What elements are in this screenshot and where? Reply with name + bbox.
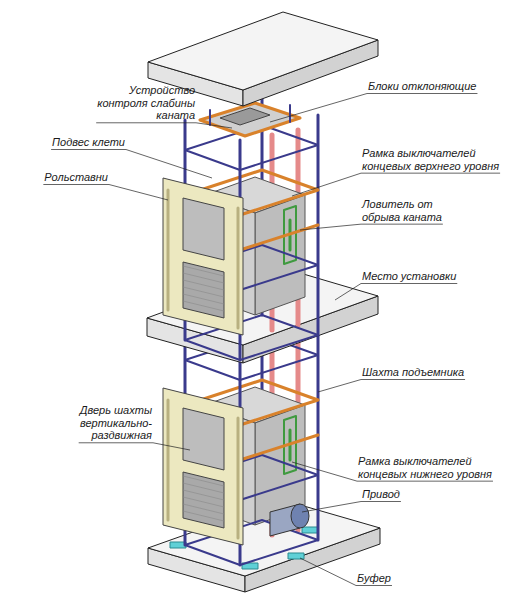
callout-label: Рольставни bbox=[28, 171, 108, 184]
cross-beam bbox=[240, 225, 318, 250]
buffer bbox=[302, 527, 318, 533]
drive-motor bbox=[291, 504, 309, 528]
leader-line bbox=[126, 150, 212, 179]
callout-label: Дверь шахты вертикально-раздвижная bbox=[22, 404, 152, 442]
callout-label: Шахта подъемника bbox=[362, 366, 482, 379]
label-underline bbox=[96, 122, 196, 123]
callout-label: Буфер bbox=[357, 572, 437, 585]
label-underline bbox=[356, 585, 392, 586]
callout-label: Место установки bbox=[362, 270, 482, 283]
label-underline bbox=[361, 173, 500, 174]
post bbox=[209, 110, 211, 125]
door-window bbox=[183, 198, 224, 260]
buffer bbox=[288, 553, 304, 559]
callout-label: Ловитель от обрыва каната bbox=[362, 198, 442, 223]
label-underline bbox=[43, 184, 109, 185]
label-underline bbox=[361, 283, 457, 284]
label-underline bbox=[79, 442, 153, 443]
leader-line bbox=[292, 462, 357, 481]
callout-label: Рамка выключателей концевых верхнего уро… bbox=[362, 147, 502, 172]
post bbox=[289, 105, 291, 122]
leader-line bbox=[318, 380, 361, 393]
door-rail bbox=[167, 400, 170, 520]
door-window bbox=[183, 408, 224, 470]
callout-label: Устройство контроля слабины каната bbox=[80, 84, 195, 122]
leader-line bbox=[153, 443, 190, 450]
label-underline bbox=[361, 224, 443, 225]
door-rail bbox=[167, 190, 170, 310]
leader-line bbox=[335, 284, 361, 301]
leader-line bbox=[300, 224, 361, 230]
leader-line bbox=[302, 502, 361, 513]
callout-label: Подвес клети bbox=[35, 136, 125, 149]
door-panel bbox=[183, 262, 224, 318]
label-underline bbox=[51, 149, 126, 150]
deflection-block bbox=[220, 108, 270, 125]
door-rail bbox=[237, 208, 240, 328]
callout-label: Рамка выключателей концевых нижнего уров… bbox=[358, 455, 498, 480]
cage bbox=[255, 195, 305, 315]
leader-line bbox=[109, 185, 168, 201]
label-underline bbox=[361, 379, 465, 380]
shaft-door bbox=[163, 388, 243, 545]
callout-label: Блоки отклоняющие bbox=[368, 80, 488, 93]
leader-line bbox=[196, 123, 232, 128]
deflection-block bbox=[200, 103, 300, 136]
leader-line bbox=[300, 558, 356, 586]
shutter-slat bbox=[183, 511, 224, 521]
door-rail bbox=[237, 418, 240, 538]
floor-slab bbox=[148, 12, 378, 90]
leader-line bbox=[292, 173, 361, 196]
label-underline bbox=[361, 501, 401, 502]
callout-label: Привод bbox=[362, 488, 442, 501]
shutter-slat bbox=[183, 301, 224, 311]
label-underline bbox=[357, 481, 493, 482]
label-underline bbox=[367, 93, 477, 94]
cross-beam bbox=[240, 435, 318, 460]
leader-line bbox=[270, 94, 367, 123]
shaft-door bbox=[163, 178, 243, 335]
door-panel bbox=[183, 472, 224, 528]
